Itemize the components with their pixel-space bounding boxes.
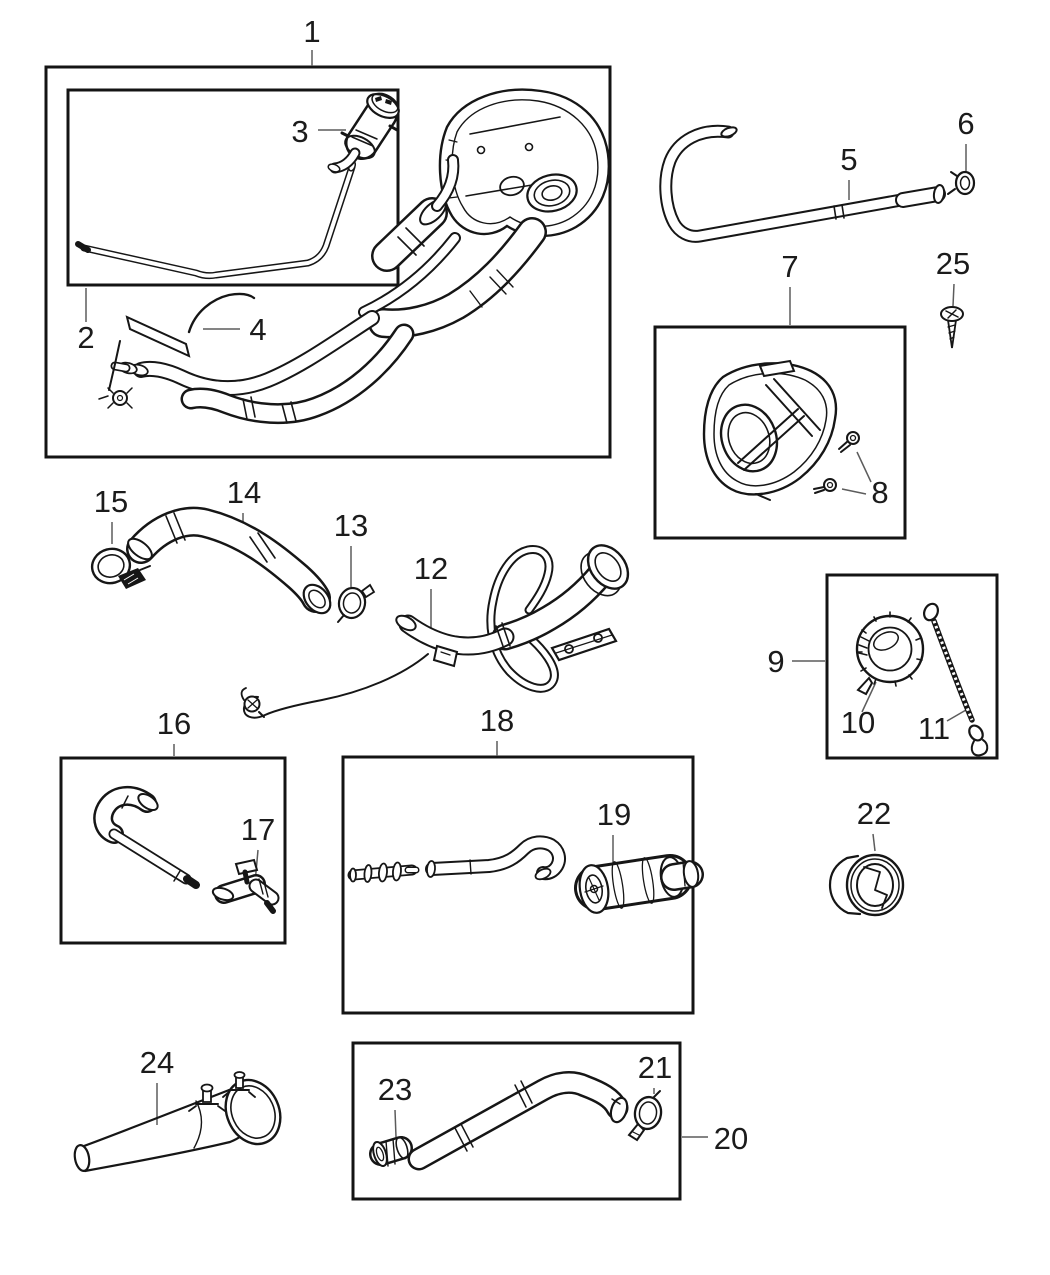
callout-22-label: 22 (857, 796, 891, 831)
callout-25-label: 25 (936, 246, 970, 281)
callout-3-label: 3 (291, 114, 308, 149)
group-box-7 (653, 325, 907, 540)
callout-6-label: 6 (957, 106, 974, 141)
part-hose-5 (659, 124, 946, 243)
callout-21-label: 21 (638, 1050, 672, 1085)
callout-1-label: 1 (303, 14, 320, 49)
callout-5-label: 5 (840, 142, 857, 177)
part-tether-11 (923, 602, 989, 757)
group-box-1 (44, 65, 612, 459)
part-vent-tube-2 (75, 160, 357, 280)
leader-10 (861, 681, 877, 713)
group-box-2 (66, 88, 400, 287)
group-box-9 (825, 573, 999, 760)
callout-14-label: 14 (227, 475, 261, 510)
leader-25 (952, 283, 955, 307)
part-grommet-22 (828, 853, 905, 917)
callout-10-label: 10 (841, 705, 875, 740)
part-vent-tube-16 (93, 786, 200, 889)
part-valve-3 (327, 92, 400, 174)
part-clamp-13 (337, 583, 376, 623)
part-screws-8 (813, 431, 860, 494)
leader-23 (394, 1109, 397, 1138)
shield-clip-a (188, 1083, 226, 1112)
strap (125, 315, 191, 358)
leader-lines (85, 50, 967, 1138)
callout-8-label: 8 (871, 475, 888, 510)
callout-2-label: 2 (77, 320, 94, 355)
callout-20-label: 20 (714, 1121, 748, 1156)
filler-cup-opening (526, 173, 578, 213)
part-clamp-15 (90, 547, 151, 589)
part-fitting-18 (347, 861, 420, 883)
callout-23-label: 23 (378, 1072, 412, 1107)
part-clamp-21 (627, 1090, 663, 1142)
group-boxes (44, 65, 999, 1201)
callout-15-label: 15 (94, 484, 128, 519)
callout-9-label: 9 (767, 644, 784, 679)
group-box-16 (59, 756, 287, 945)
part-housing-7 (702, 359, 860, 501)
part-tube-18 (425, 835, 566, 881)
leader-8a (856, 451, 872, 483)
shield-clip-b (222, 1071, 256, 1098)
group-box-20 (351, 1041, 682, 1201)
fuel-door-shield (438, 88, 610, 238)
callout-11-label: 11 (918, 711, 950, 746)
part-clamp-6 (947, 170, 976, 196)
callout-13-label: 13 (334, 508, 368, 543)
callout-24-label: 24 (140, 1045, 174, 1080)
callout-18-label: 18 (480, 703, 514, 738)
leader-11 (946, 709, 967, 722)
callout-7-label: 7 (781, 249, 798, 284)
part-filter-19 (574, 854, 704, 914)
callout-4-label: 4 (249, 312, 266, 347)
callout-12-label: 12 (414, 551, 448, 586)
part-hose-20 (407, 1071, 629, 1171)
part-filler-pipe-assembly (98, 88, 610, 425)
leader-22 (872, 833, 876, 852)
part-fuel-cap-10 (855, 611, 925, 696)
callout-17-label: 17 (241, 812, 275, 847)
part-hose-14 (126, 506, 332, 615)
part-valve-17 (211, 858, 280, 914)
callout-19-label: 19 (597, 797, 631, 832)
part-shield-tube-24 (73, 1071, 282, 1173)
callout-labels: 1 2 3 4 5 6 7 8 9 10 11 12 13 14 15 16 1… (77, 14, 974, 1156)
leader-8b (841, 488, 867, 495)
part-clamp-23 (369, 1136, 413, 1168)
part-screw-25 (940, 306, 964, 349)
part-filler-tube-12 (240, 544, 630, 719)
grommet-fastener (112, 390, 128, 406)
callout-16-label: 16 (157, 706, 191, 741)
part-clip-4 (187, 292, 256, 334)
